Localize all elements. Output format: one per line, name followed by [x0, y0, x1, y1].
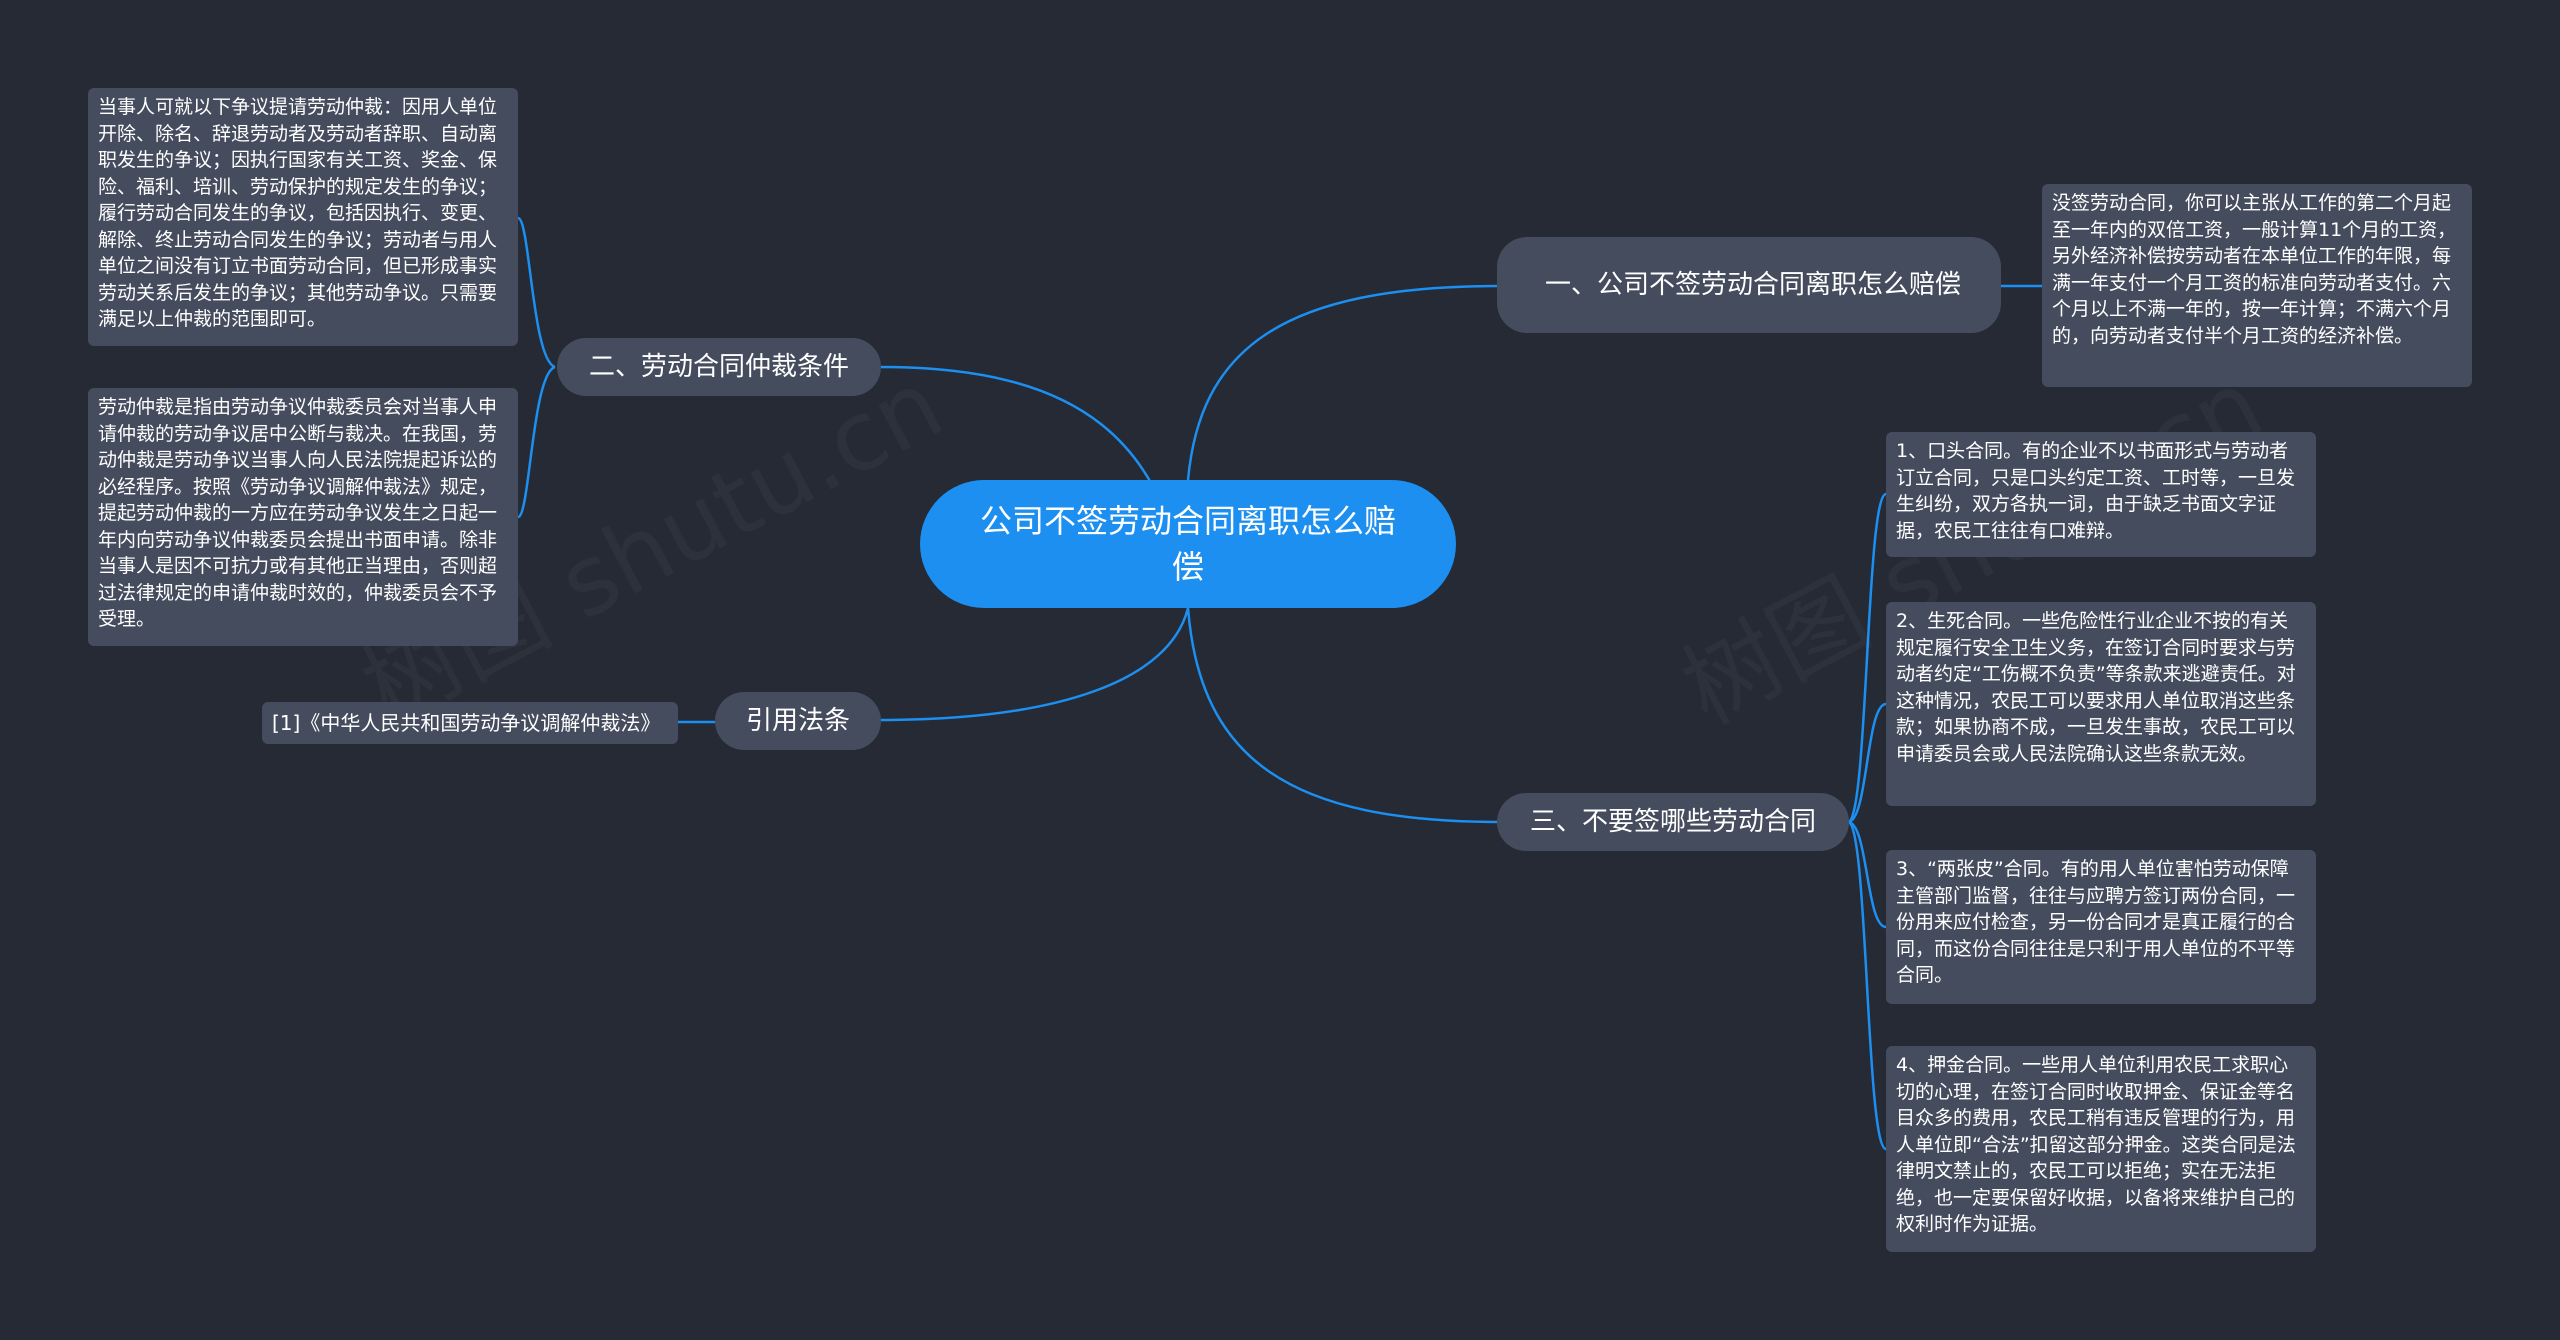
- leaf-text: 劳动仲裁是指由劳动争议仲裁委员会对当事人申请仲裁的劳动争议居中公断与裁决。在我国…: [98, 396, 498, 630]
- branch-label: 三、不要签哪些劳动合同: [1529, 807, 1816, 837]
- central-topic-label: 公司不签劳动合同离职怎么赔偿: [980, 502, 1397, 586]
- branch-node-2[interactable]: 二、劳动合同仲裁条件: [557, 338, 881, 396]
- leaf-node[interactable]: 当事人可就以下争议提请劳动仲裁：因用人单位开除、除名、辞退劳动者及劳动者辞职、自…: [88, 88, 518, 346]
- leaf-text: 3、“两张皮”合同。有的用人单位害怕劳动保障主管部门监督，往往与应聘方签订两份合…: [1896, 858, 2296, 986]
- leaf-node[interactable]: [1]《中华人民共和国劳动争议调解仲裁法》: [262, 702, 678, 744]
- connector-b2-leaf1: [516, 216, 556, 369]
- connector-b3-leaf3: [1847, 820, 1887, 929]
- leaf-node[interactable]: 2、生死合同。一些危险性行业企业不按的有关规定履行安全卫生义务，在签订合同时要求…: [1886, 602, 2316, 806]
- connector-central-b3: [1186, 607, 1501, 824]
- connector-b3-leaf4: [1846, 820, 1888, 1151]
- branch-node-4[interactable]: 引用法条: [715, 692, 881, 750]
- branch-node-3[interactable]: 三、不要签哪些劳动合同: [1497, 793, 1849, 851]
- leaf-text: [1]《中华人民共和国劳动争议调解仲裁法》: [272, 710, 661, 735]
- central-topic[interactable]: 公司不签劳动合同离职怎么赔偿: [920, 480, 1456, 608]
- leaf-text: 当事人可就以下争议提请劳动仲裁：因用人单位开除、除名、辞退劳动者及劳动者辞职、自…: [98, 96, 498, 330]
- connector-central-b1: [1186, 284, 1501, 481]
- leaf-node[interactable]: 没签劳动合同，你可以主张从工作的第二个月起至一年内的双倍工资，一般计算11个月的…: [2042, 184, 2472, 387]
- branch-label: 引用法条: [745, 706, 850, 736]
- leaf-text: 没签劳动合同，你可以主张从工作的第二个月起至一年内的双倍工资，一般计算11个月的…: [2052, 192, 2457, 347]
- connector-b3-leaf1: [1846, 492, 1888, 824]
- leaf-node[interactable]: 劳动仲裁是指由劳动争议仲裁委员会对当事人申请仲裁的劳动争议居中公断与裁决。在我国…: [88, 388, 518, 646]
- branch-node-1[interactable]: 一、公司不签劳动合同离职怎么赔偿: [1497, 237, 2001, 333]
- connector-central-b4: [879, 607, 1190, 722]
- leaf-text: 2、生死合同。一些危险性行业企业不按的有关规定履行安全卫生义务，在签订合同时要求…: [1896, 610, 2296, 765]
- leaf-node[interactable]: 3、“两张皮”合同。有的用人单位害怕劳动保障主管部门监督，往往与应聘方签订两份合…: [1886, 850, 2316, 1004]
- branch-label: 二、劳动合同仲裁条件: [588, 352, 849, 382]
- branch-label: 一、公司不签劳动合同离职怎么赔偿: [1545, 270, 1962, 300]
- connector-b3-leaf2: [1847, 702, 1887, 824]
- leaf-text: 1、口头合同。有的企业不以书面形式与劳动者订立合同，只是口头约定工资、工时等，一…: [1896, 440, 2296, 542]
- connector-b2-leaf2: [516, 365, 556, 519]
- leaf-node[interactable]: 4、押金合同。一些用人单位利用农民工求职心切的心理，在签订合同时收取押金、保证金…: [1886, 1046, 2316, 1252]
- leaf-node[interactable]: 1、口头合同。有的企业不以书面形式与劳动者订立合同，只是口头约定工资、工时等，一…: [1886, 432, 2316, 557]
- leaf-text: 4、押金合同。一些用人单位利用农民工求职心切的心理，在签订合同时收取押金、保证金…: [1896, 1054, 2296, 1235]
